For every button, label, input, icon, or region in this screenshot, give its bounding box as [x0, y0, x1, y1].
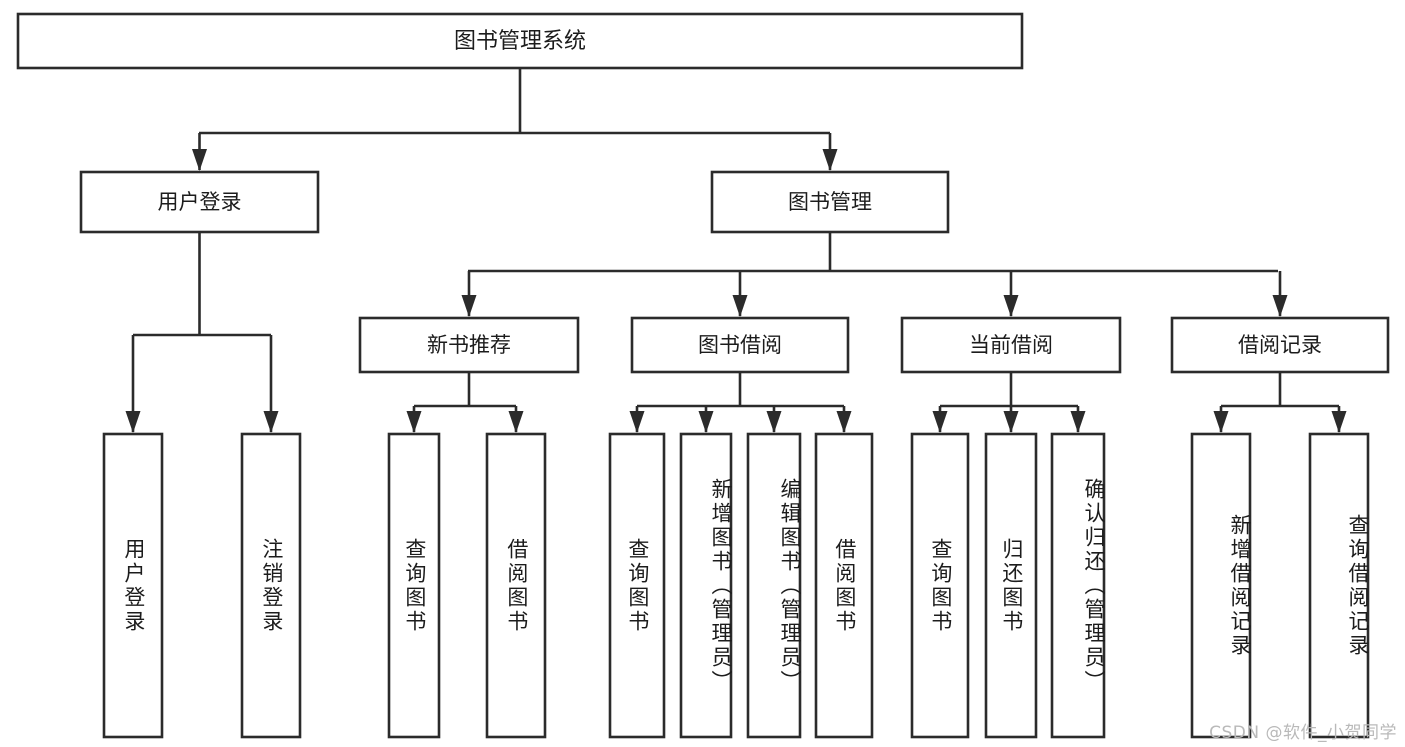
leaf-node-0[interactable] — [102, 432, 164, 739]
node-level2-0[interactable]: 用户登录 — [79, 170, 320, 234]
leaf-node-3[interactable] — [485, 432, 547, 739]
node-label: 借阅记录 — [1238, 333, 1322, 357]
leaf-node-9[interactable] — [984, 432, 1038, 739]
node-label: 图书管理系统 — [454, 29, 586, 54]
csdn-watermark: CSDN @软件_小贺同学 — [1209, 723, 1397, 743]
node-level2-1[interactable]: 图书管理 — [710, 170, 950, 234]
leaf-node-7[interactable] — [814, 432, 874, 739]
leaf-node-5[interactable] — [679, 432, 733, 739]
leaf-node-10[interactable] — [1050, 432, 1106, 739]
leaf-node-6[interactable] — [746, 432, 802, 739]
node-level3-1[interactable]: 图书借阅 — [630, 316, 850, 374]
node-label: 当前借阅 — [969, 333, 1053, 357]
node-label: 图书管理 — [788, 190, 872, 214]
node-level3-2[interactable]: 当前借阅 — [900, 316, 1122, 374]
leaf-node-8[interactable] — [910, 432, 970, 739]
node-label: 图书借阅 — [698, 333, 782, 357]
node-level3-3[interactable]: 借阅记录 — [1170, 316, 1390, 374]
leaf-node-1[interactable] — [240, 432, 302, 739]
node-root-图书管理系统[interactable]: 图书管理系统 — [16, 12, 1024, 70]
leaf-node-2[interactable] — [387, 432, 441, 739]
leaf-node-12[interactable] — [1308, 432, 1370, 739]
node-label: 用户登录 — [158, 190, 242, 214]
node-label: 新书推荐 — [427, 333, 511, 357]
connector-layer — [125, 68, 1347, 433]
leaf-node-4[interactable] — [608, 432, 666, 739]
node-level3-0[interactable]: 新书推荐 — [358, 316, 580, 374]
leaf-node-11[interactable] — [1190, 432, 1252, 739]
